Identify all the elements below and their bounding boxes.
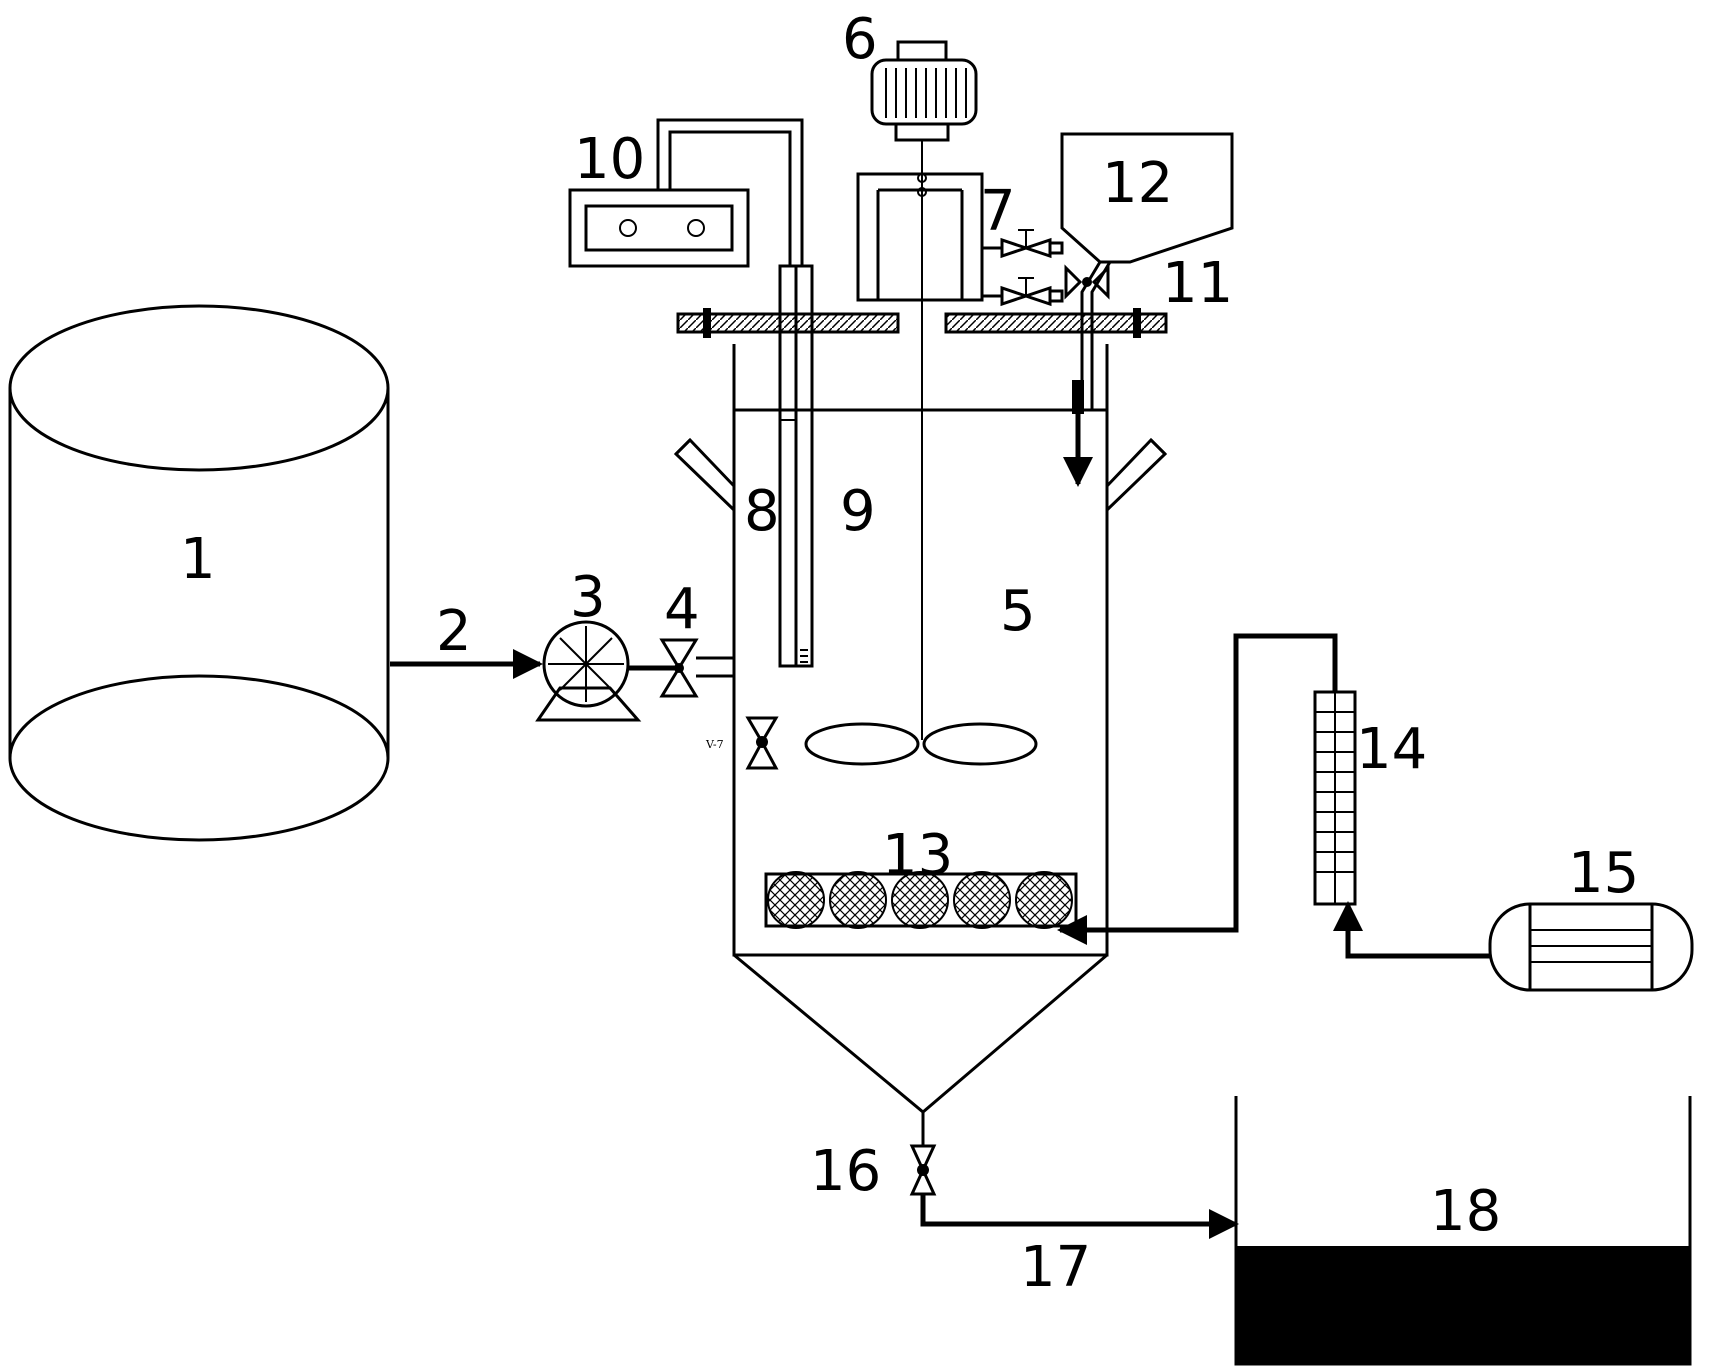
- label-16: 16: [810, 1139, 881, 1204]
- label-17: 17: [1020, 1235, 1091, 1300]
- inlet-valve: [659, 638, 734, 698]
- component-labels: 1 2 3 4 5 6 7 8 9 10 11 12 13 14 15 16 1…: [180, 7, 1639, 1300]
- discharge-valve: [909, 1112, 937, 1196]
- label-15: 15: [1568, 841, 1639, 906]
- label-4: 4: [664, 577, 700, 642]
- label-7: 7: [980, 179, 1016, 244]
- discharge-pipe: [920, 1194, 1239, 1239]
- stirrer-motor: [804, 40, 1038, 766]
- label-18: 18: [1430, 1179, 1501, 1244]
- label-10: 10: [574, 127, 645, 192]
- reactor-vessel: [673, 344, 1168, 1114]
- label-1: 1: [180, 527, 216, 592]
- label-9: 9: [840, 479, 876, 544]
- feed-tank: [8, 304, 390, 842]
- air-compressor: [1333, 901, 1694, 992]
- valve-tag: V-7: [705, 738, 724, 751]
- label-6: 6: [842, 7, 878, 72]
- gas-valves: [982, 229, 1064, 307]
- label-3: 3: [570, 565, 606, 630]
- feed-pump: [535, 620, 676, 722]
- label-11: 11: [1162, 251, 1233, 316]
- label-13: 13: [882, 823, 953, 888]
- feed-valve: [1063, 264, 1110, 487]
- reactor-lid: [676, 308, 1168, 338]
- sample-valve: V-7: [705, 716, 779, 770]
- label-2: 2: [436, 599, 472, 664]
- label-14: 14: [1356, 717, 1427, 782]
- label-12: 12: [1102, 151, 1173, 216]
- label-5: 5: [1000, 579, 1036, 644]
- flowmeter: [1057, 633, 1357, 945]
- label-8: 8: [744, 479, 780, 544]
- power-supply: [568, 118, 804, 268]
- collection-tank: [1234, 1096, 1692, 1366]
- electrode-9: [794, 264, 814, 668]
- aeration-diffuser: [764, 871, 1078, 929]
